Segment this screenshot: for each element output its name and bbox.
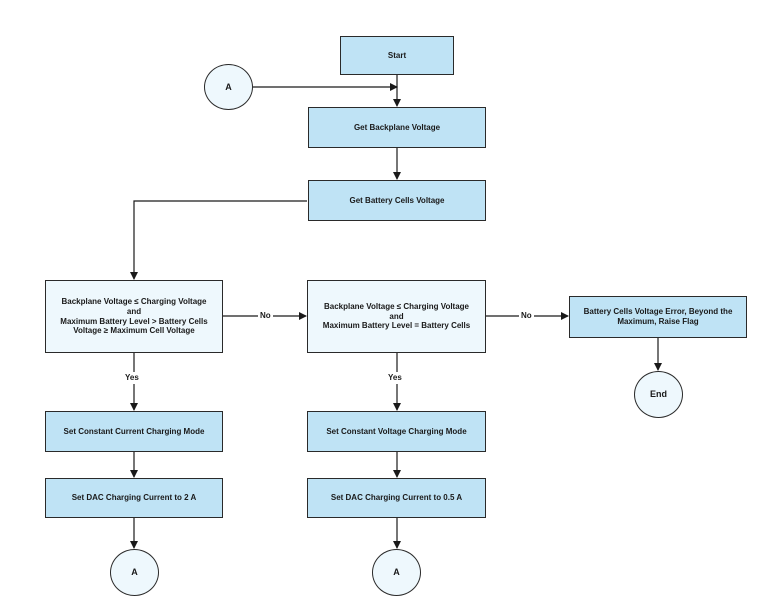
set-dac-2a-node: Set DAC Charging Current to 2 A xyxy=(45,478,223,518)
decision-node-1: Backplane Voltage ≤ Charging Voltage and… xyxy=(45,280,223,353)
end-node: End xyxy=(634,371,683,418)
connector-a-top: A xyxy=(204,64,253,110)
connector-a-bottom-mid: A xyxy=(372,549,421,596)
start-node: Start xyxy=(340,36,454,75)
label-no-1: No xyxy=(258,311,273,321)
set-dac-05a-node: Set DAC Charging Current to 0.5 A xyxy=(307,478,486,518)
connector-a-bottom-left: A xyxy=(110,549,159,596)
label-yes-2: Yes xyxy=(387,372,403,384)
arrow-cells-to-decision1 xyxy=(130,200,307,280)
get-backplane-voltage-node: Get Backplane Voltage xyxy=(308,107,486,148)
error-flag-node: Battery Cells Voltage Error, Beyond the … xyxy=(569,296,747,338)
decision-node-2: Backplane Voltage ≤ Charging Voltage and… xyxy=(307,280,486,353)
set-constant-current-node: Set Constant Current Charging Mode xyxy=(45,411,223,452)
label-yes-1: Yes xyxy=(124,372,140,384)
set-constant-voltage-node: Set Constant Voltage Charging Mode xyxy=(307,411,486,452)
get-battery-cells-voltage-node: Get Battery Cells Voltage xyxy=(308,180,486,221)
label-no-2: No xyxy=(519,311,534,321)
